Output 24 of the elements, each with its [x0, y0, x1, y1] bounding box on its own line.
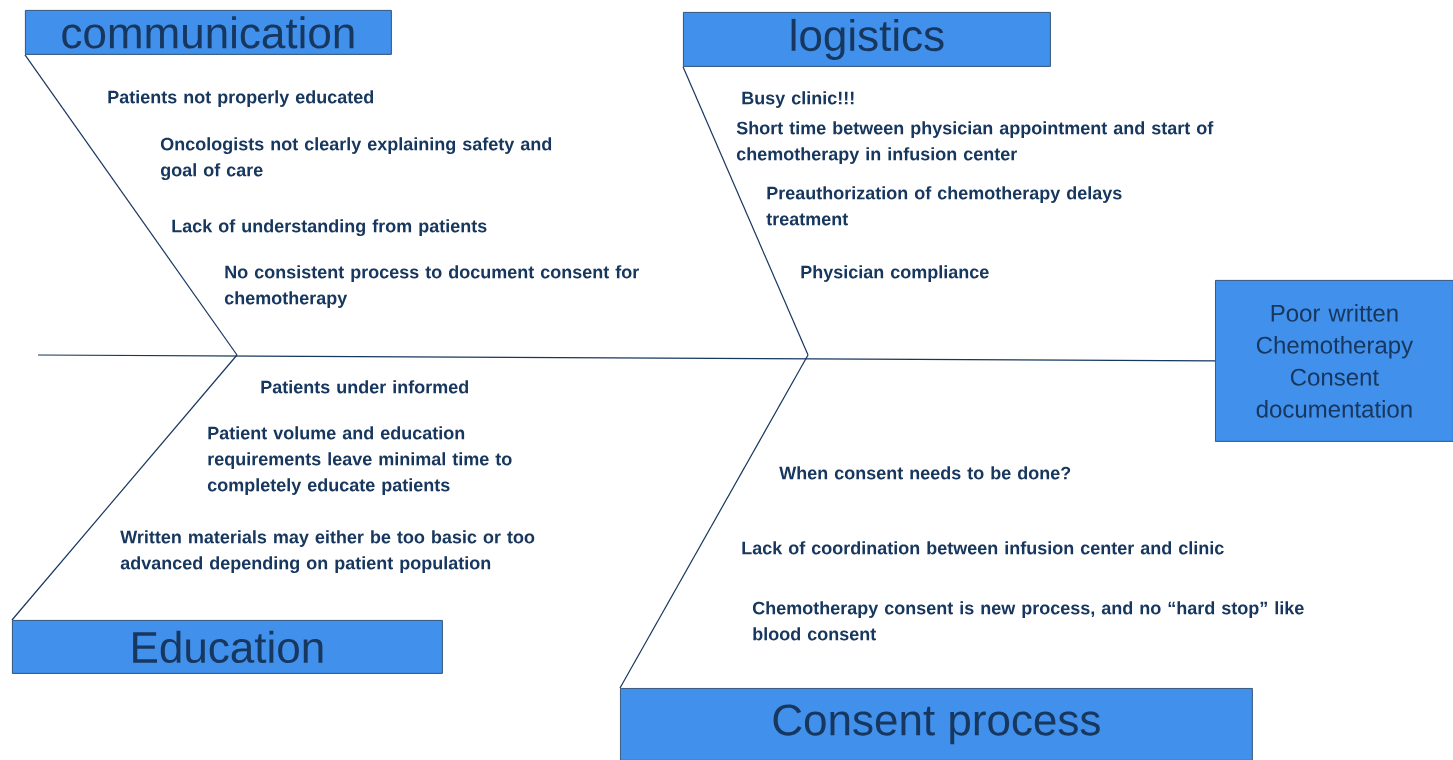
category-box: Education [12, 620, 443, 674]
spine-line [37, 354, 1216, 362]
cause-text: Short time between physician appointment and start of chemotherapy in infusion center [736, 121, 1214, 164]
bone-line [682, 66, 809, 356]
category-box: Consent process [620, 688, 1253, 760]
effect-box: Poor written Chemotherapy Consent documentation [1215, 280, 1453, 442]
cause-text: Chemotherapy consent is new process, and no “hard stop” like blood consent [752, 601, 1304, 641]
cause-text: Busy clinic!!! [742, 91, 854, 108]
bone-line [24, 54, 238, 356]
bone-line [11, 354, 238, 621]
cause-text: Patients not properly educated [108, 90, 374, 107]
cause-text: Patient volume and education requirements leave minimal time to completely educate patients [207, 426, 512, 495]
cause-text: No consistent process to document consent for chemotherapy [224, 265, 639, 308]
cause-text: Lack of understanding from patients [172, 219, 487, 237]
cause-text: Preauthorization of chemotherapy delays treatment [766, 186, 1122, 226]
category-box: logistics [683, 12, 1051, 67]
cause-text: Patients under informed [261, 380, 469, 394]
category-box: communication [25, 10, 392, 55]
cause-text: Lack of coordination between infusion center and clinic [742, 541, 1224, 555]
cause-text: Written materials may either be too basic or too advanced depending on patient population [120, 530, 535, 574]
cause-text: When consent needs to be done? [779, 466, 1071, 480]
cause-text: Oncologists not clearly explaining safety and goal of care [160, 137, 552, 181]
bone-line [619, 354, 809, 689]
cause-text: Physician compliance [801, 265, 989, 282]
